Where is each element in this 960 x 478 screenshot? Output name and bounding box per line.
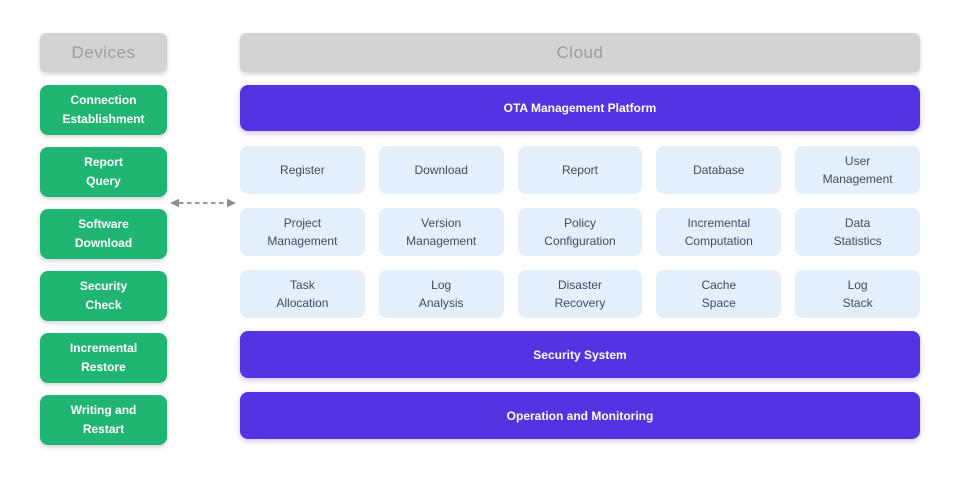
grid-cell-user-management: User Management	[795, 146, 920, 194]
cloud-column: Cloud OTA Management Platform Register D…	[240, 33, 920, 439]
grid-cell-version-management: Version Management	[378, 208, 504, 256]
cloud-header: Cloud	[240, 33, 920, 72]
grid-cell-disaster-recovery: Disaster Recovery	[517, 270, 643, 318]
grid-cell-task-allocation: Task Allocation	[240, 270, 365, 318]
device-step-security-check: Security Check	[40, 271, 167, 321]
device-step-connection-establishment: Connection Establishment	[40, 85, 167, 135]
grid-cell-project-management: Project Management	[240, 208, 365, 256]
grid-cell-cache-space: Cache Space	[656, 270, 782, 318]
device-step-software-download: Software Download	[40, 209, 167, 259]
devices-cloud-link	[168, 195, 238, 211]
grid-cell-data-statistics: Data Statistics	[795, 208, 920, 256]
grid-cell-incremental-computation: Incremental Computation	[656, 208, 782, 256]
devices-header: Devices	[40, 33, 167, 72]
device-step-report-query: Report Query	[40, 147, 167, 197]
security-system-bar: Security System	[240, 331, 920, 378]
grid-cell-log-analysis: Log Analysis	[378, 270, 504, 318]
ota-management-platform-bar: OTA Management Platform	[240, 85, 920, 131]
grid-cell-report: Report	[517, 146, 643, 194]
operation-and-monitoring-bar: Operation and Monitoring	[240, 392, 920, 439]
device-step-writing-and-restart: Writing and Restart	[40, 395, 167, 445]
cloud-capability-grid: Register Download Report Database User M…	[240, 146, 920, 318]
grid-cell-database: Database	[656, 146, 782, 194]
device-step-incremental-restore: Incremental Restore	[40, 333, 167, 383]
grid-cell-policy-configuration: Policy Configuration	[517, 208, 643, 256]
grid-cell-log-stack: Log Stack	[795, 270, 920, 318]
devices-column: Devices Connection Establishment Report …	[40, 33, 167, 457]
bidirectional-arrow-icon	[170, 198, 236, 208]
grid-cell-register: Register	[240, 146, 365, 194]
grid-cell-download: Download	[378, 146, 504, 194]
